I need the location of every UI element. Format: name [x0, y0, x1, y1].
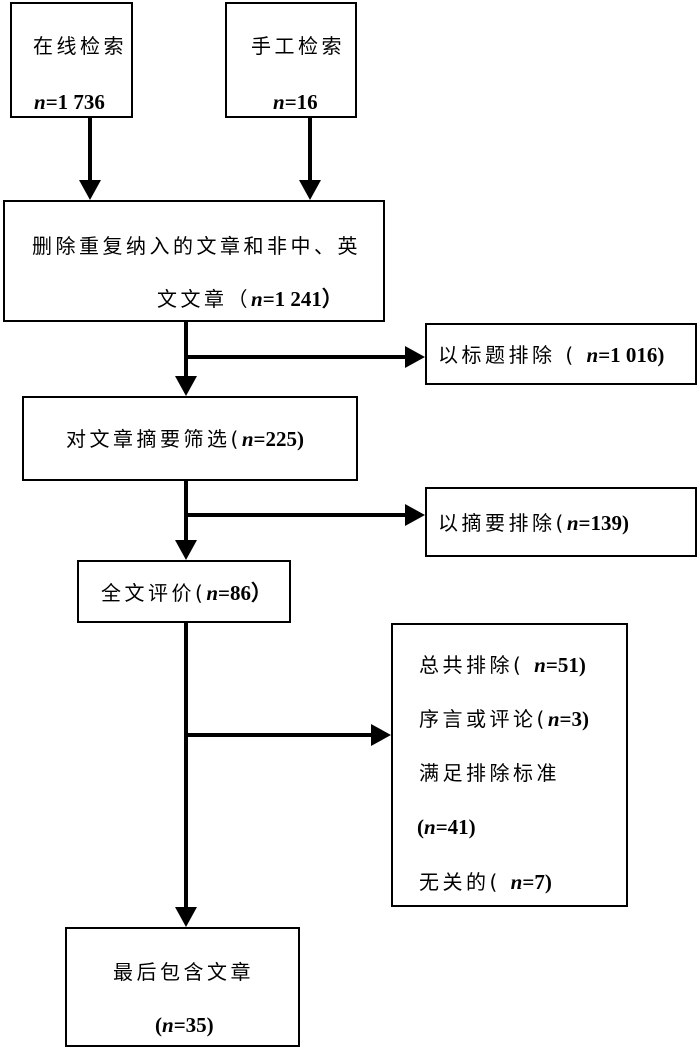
final-included-label-text: 最后包含文章 — [113, 960, 254, 984]
arrow-dedup-to-screening — [175, 322, 197, 396]
abstract-screening-prefix: 对文章摘要筛选( — [66, 427, 242, 451]
total-exclusion-line3: 满足排除标准 — [419, 761, 560, 785]
full-text-var: n — [206, 581, 218, 605]
total-exclusion-line2-value: =3) — [559, 707, 589, 731]
total-exclusion-line1-var: n — [534, 653, 546, 677]
full-text-value: =86） — [218, 581, 272, 605]
abstract-screening-value: =225) — [253, 427, 304, 451]
dedup-label-line1: 删除重复纳入的文章和非中、英 — [32, 234, 361, 258]
manual-search-count-value: =16 — [284, 90, 318, 114]
arrow-dedup-to-screening-head — [175, 376, 197, 396]
online-search-label: 在线检索 — [33, 34, 127, 58]
manual-search-box: 手工检索 n=16 — [225, 2, 357, 118]
manual-search-count-var: n — [273, 90, 285, 114]
arrow-to-total-exclusion — [186, 724, 391, 746]
arrow-online-to-dedup-head — [79, 180, 101, 200]
final-included-count: (n=35) — [155, 1013, 214, 1037]
arrow-to-title-exclusion — [186, 346, 425, 368]
abstract-screening-box: 对文章摘要筛选(n=225) — [22, 396, 358, 481]
abstract-exclusion-label: 以摘要排除(n=139) — [438, 511, 629, 535]
abstract-exclusion-var: n — [566, 511, 579, 535]
abstract-screening-var: n — [241, 427, 254, 451]
arrow-to-title-exclusion-head — [405, 346, 425, 368]
arrow-fulltext-to-final — [175, 623, 197, 927]
online-search-count: n=1 736 — [34, 90, 105, 114]
manual-search-count: n=16 — [273, 90, 318, 114]
total-exclusion-box: 总共排除( n=51) 序言或评论(n=3) 满足排除标准 (n=41) 无关的… — [391, 623, 628, 907]
manual-search-label: 手工检索 — [251, 34, 345, 58]
total-exclusion-line2: 序言或评论(n=3) — [419, 707, 589, 731]
abstract-exclusion-prefix: 以摘要排除( — [438, 511, 567, 535]
dedup-label-line2: 文文章（n=1 241） — [157, 287, 343, 311]
manual-search-label-text: 手工检索 — [251, 34, 345, 58]
total-exclusion-line1: 总共排除( n=51) — [419, 653, 586, 677]
full-text-label: 全文评价(n=86） — [101, 581, 272, 605]
total-exclusion-line4-prefix: ( — [417, 815, 424, 839]
total-exclusion-line2-var: n — [547, 707, 560, 731]
arrow-screening-to-fulltext — [175, 481, 197, 560]
final-included-count-var: n — [162, 1013, 174, 1037]
dedup-count-value: =1 241） — [262, 287, 343, 311]
total-exclusion-line2-prefix: 序言或评论( — [419, 707, 548, 731]
title-exclusion-value: =1 016) — [598, 343, 665, 367]
abstract-screening-label: 对文章摘要筛选(n=225) — [66, 427, 304, 451]
final-included-box: 最后包含文章 (n=35) — [65, 927, 300, 1047]
title-exclusion-box: 以标题排除 ( n=1 016) — [425, 323, 697, 385]
arrow-to-total-exclusion-head — [371, 724, 391, 746]
full-text-prefix: 全文评价( — [101, 581, 207, 605]
title-exclusion-prefix: 以标题排除 ( — [438, 343, 587, 367]
total-exclusion-line1-prefix: 总共排除( — [419, 653, 535, 677]
arrow-manual-to-dedup — [299, 118, 321, 200]
total-exclusion-line4-value: =41) — [435, 815, 476, 839]
total-exclusion-line1-value: =51) — [545, 653, 586, 677]
arrow-fulltext-to-final-head — [175, 907, 197, 927]
title-exclusion-label: 以标题排除 ( n=1 016) — [438, 343, 664, 367]
arrow-online-to-dedup — [79, 118, 101, 200]
online-search-count-value: =1 736 — [45, 90, 105, 114]
dedup-label-line2-prefix: 文文章（ — [157, 287, 251, 311]
final-included-count-value: =35) — [173, 1013, 214, 1037]
total-exclusion-line5: 无关的( n=7) — [419, 870, 552, 894]
arrow-manual-to-dedup-head — [299, 180, 321, 200]
final-included-count-prefix: ( — [155, 1013, 162, 1037]
total-exclusion-line4-var: n — [424, 815, 436, 839]
arrow-to-abstract-exclusion — [186, 504, 425, 526]
online-search-count-var: n — [34, 90, 46, 114]
arrow-to-abstract-exclusion-head — [405, 504, 425, 526]
online-search-box: 在线检索 n=1 736 — [10, 2, 133, 118]
dedup-label-line1-text: 删除重复纳入的文章和非中、英 — [32, 234, 361, 258]
abstract-exclusion-box: 以摘要排除(n=139) — [425, 487, 697, 557]
arrow-screening-to-fulltext-head — [175, 540, 197, 560]
title-exclusion-var: n — [586, 343, 599, 367]
online-search-label-text: 在线检索 — [33, 34, 127, 58]
total-exclusion-line5-value: =7) — [522, 870, 552, 894]
dedup-count-var: n — [251, 287, 263, 311]
total-exclusion-line4: (n=41) — [417, 815, 476, 839]
total-exclusion-line5-var: n — [510, 870, 523, 894]
final-included-label: 最后包含文章 — [113, 960, 254, 984]
abstract-exclusion-value: =139) — [578, 511, 629, 535]
total-exclusion-line5-prefix: 无关的( — [419, 870, 511, 894]
dedup-box: 删除重复纳入的文章和非中、英 文文章（n=1 241） — [3, 200, 385, 322]
full-text-box: 全文评价(n=86） — [77, 560, 291, 623]
total-exclusion-line3-text: 满足排除标准 — [419, 761, 560, 785]
